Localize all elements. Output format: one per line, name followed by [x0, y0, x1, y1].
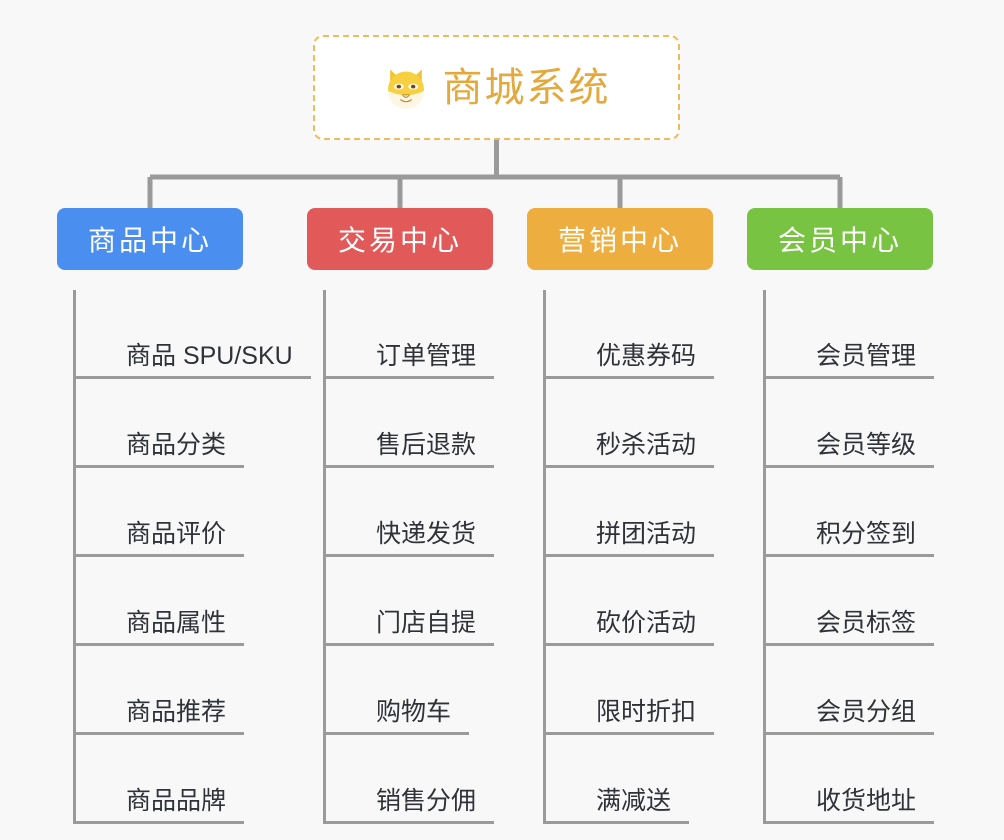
leaf-label: 订单管理	[358, 342, 495, 379]
leaf-label: 售后退款	[358, 431, 495, 468]
leaf-label: 商品属性	[108, 609, 245, 646]
leaf-label: 商品品牌	[108, 787, 245, 824]
leaf-label: 商品评价	[108, 520, 245, 557]
branch-column-4: 会员中心会员管理会员等级积分签到会员标签会员分组收货地址	[747, 208, 935, 824]
leaf-item[interactable]: 满减送	[546, 735, 713, 824]
leaf-item[interactable]: 商品推荐	[76, 646, 245, 735]
leaf-label: 购物车	[358, 698, 470, 735]
leaf-item[interactable]: 购物车	[326, 646, 493, 735]
leaf-label: 优惠券码	[578, 342, 715, 379]
leaf-label: 商品分类	[108, 431, 245, 468]
leaf-label: 快递发货	[358, 520, 495, 557]
leaf-connector-rule	[766, 376, 798, 379]
leaf-label: 拼团活动	[578, 520, 715, 557]
leaf-connector-rule	[766, 554, 798, 557]
leaf-connector-rule	[326, 821, 358, 824]
branch-title: 交易中心	[337, 225, 462, 256]
leaf-list: 商品 SPU/SKU 商品分类商品评价商品属性商品推荐商品品牌	[73, 290, 311, 824]
leaf-label: 积分签到	[798, 520, 935, 557]
leaf-label: 会员管理	[798, 342, 935, 379]
branch-header-4[interactable]: 会员中心	[747, 208, 933, 270]
leaf-connector-rule	[546, 465, 578, 468]
leaf-label: 砍价活动	[578, 609, 715, 646]
leaf-item[interactable]: 商品品牌	[76, 735, 245, 824]
root-node[interactable]: 商城系统	[313, 35, 680, 140]
leaf-item[interactable]: 拼团活动	[546, 468, 715, 557]
leaf-connector-rule	[546, 821, 578, 824]
branch-title: 营销中心	[557, 225, 682, 256]
leaf-connector-rule	[326, 465, 358, 468]
leaf-label: 会员分组	[798, 698, 935, 735]
leaf-connector-rule	[326, 554, 358, 557]
leaf-connector-rule	[546, 554, 578, 557]
leaf-label: 秒杀活动	[578, 431, 715, 468]
leaf-connector-rule	[326, 643, 358, 646]
leaf-label: 会员等级	[798, 431, 935, 468]
leaf-item[interactable]: 商品属性	[76, 557, 245, 646]
leaf-list: 会员管理会员等级积分签到会员标签会员分组收货地址	[763, 290, 935, 824]
leaf-connector-rule	[76, 821, 108, 824]
leaf-item[interactable]: 积分签到	[766, 468, 935, 557]
leaf-item[interactable]: 秒杀活动	[546, 379, 715, 468]
leaf-connector-rule	[546, 732, 578, 735]
leaf-item[interactable]: 会员分组	[766, 646, 935, 735]
leaf-connector-rule	[76, 732, 108, 735]
leaf-label: 门店自提	[358, 609, 495, 646]
branch-title: 会员中心	[777, 225, 902, 256]
leaf-item[interactable]: 商品分类	[76, 379, 245, 468]
leaf-label: 限时折扣	[578, 698, 715, 735]
leaf-label: 销售分佣	[358, 787, 495, 824]
leaf-list: 订单管理售后退款快递发货门店自提购物车销售分佣	[323, 290, 495, 824]
leaf-connector-rule	[76, 465, 108, 468]
leaf-connector-rule	[326, 732, 358, 735]
leaf-connector-rule	[76, 376, 108, 379]
shiba-dog-face-icon	[387, 68, 424, 109]
leaf-label: 收货地址	[798, 787, 935, 824]
branch-header-1[interactable]: 商品中心	[57, 208, 243, 270]
leaf-label: 会员标签	[798, 609, 935, 646]
leaf-list: 优惠券码秒杀活动拼团活动砍价活动限时折扣满减送	[543, 290, 715, 824]
leaf-item[interactable]: 会员标签	[766, 557, 935, 646]
leaf-item[interactable]: 商品 SPU/SKU	[76, 290, 311, 379]
leaf-item[interactable]: 优惠券码	[546, 290, 715, 379]
leaf-item[interactable]: 限时折扣	[546, 646, 715, 735]
branch-header-2[interactable]: 交易中心	[307, 208, 493, 270]
leaf-label: 满减送	[578, 787, 690, 824]
leaf-connector-rule	[76, 643, 108, 646]
leaf-connector-rule	[766, 643, 798, 646]
leaf-item[interactable]: 收货地址	[766, 735, 935, 824]
branch-title: 商品中心	[87, 225, 212, 256]
leaf-item[interactable]: 快递发货	[326, 468, 495, 557]
leaf-connector-rule	[326, 376, 358, 379]
leaf-connector-rule	[546, 643, 578, 646]
branch-column-1: 商品中心商品 SPU/SKU 商品分类商品评价商品属性商品推荐商品品牌	[57, 208, 311, 824]
branch-column-3: 营销中心优惠券码秒杀活动拼团活动砍价活动限时折扣满减送	[527, 208, 715, 824]
leaf-connector-rule	[766, 732, 798, 735]
leaf-item[interactable]: 会员等级	[766, 379, 935, 468]
leaf-connector-rule	[766, 465, 798, 468]
leaf-item[interactable]: 商品评价	[76, 468, 245, 557]
leaf-item[interactable]: 砍价活动	[546, 557, 715, 646]
leaf-item[interactable]: 门店自提	[326, 557, 495, 646]
leaf-item[interactable]: 会员管理	[766, 290, 935, 379]
leaf-item[interactable]: 订单管理	[326, 290, 495, 379]
root-title: 商城系统	[442, 65, 611, 110]
leaf-label: 商品 SPU/SKU	[108, 342, 311, 379]
leaf-label: 商品推荐	[108, 698, 245, 735]
leaf-connector-rule	[766, 821, 798, 824]
branch-header-3[interactable]: 营销中心	[527, 208, 713, 270]
leaf-item[interactable]: 销售分佣	[326, 735, 495, 824]
branch-column-2: 交易中心订单管理售后退款快递发货门店自提购物车销售分佣	[307, 208, 495, 824]
leaf-connector-rule	[546, 376, 578, 379]
leaf-connector-rule	[76, 554, 108, 557]
leaf-item[interactable]: 售后退款	[326, 379, 495, 468]
